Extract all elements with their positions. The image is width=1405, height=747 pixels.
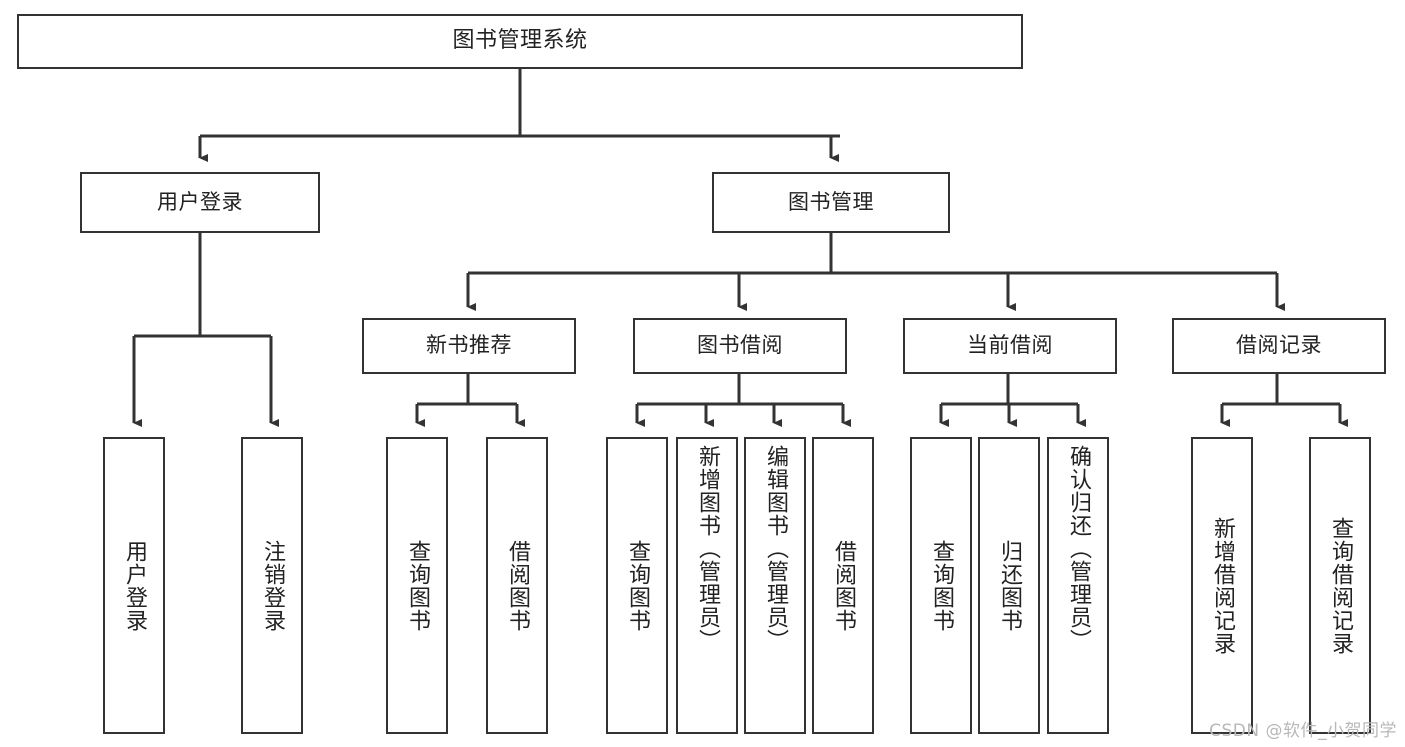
node-label: 查询图书	[404, 539, 430, 632]
node-user-login[interactable]: 用户登录	[80, 172, 320, 233]
leaf-logout-login[interactable]: 注销登录	[241, 437, 303, 734]
leaf-borrow-book-borrow[interactable]: 借阅图书	[812, 437, 874, 734]
leaf-add-borrow-record[interactable]: 新增借阅记录	[1191, 437, 1253, 734]
node-label: 用户登录	[121, 539, 147, 632]
leaf-query-book-borrow[interactable]: 查询图书	[606, 437, 668, 734]
node-label: 注销登录	[259, 539, 285, 632]
node-label: 新增图书（管理员）	[694, 445, 720, 652]
node-label: 查询图书	[928, 539, 954, 632]
node-label: 查询图书	[624, 539, 650, 632]
node-label: 图书借阅	[697, 333, 783, 358]
node-borrow-record[interactable]: 借阅记录	[1172, 318, 1386, 374]
node-label: 编辑图书（管理员）	[762, 445, 788, 652]
node-label: 用户登录	[157, 189, 243, 214]
node-label: 借阅记录	[1236, 333, 1322, 358]
node-label: 确认归还（管理员）	[1065, 445, 1091, 652]
node-label: 图书管理系统	[452, 28, 588, 54]
leaf-edit-book-admin[interactable]: 编辑图书（管理员）	[744, 437, 806, 734]
node-book-borrow[interactable]: 图书借阅	[633, 318, 847, 374]
node-label: 新增借阅记录	[1209, 516, 1235, 655]
leaf-return-book[interactable]: 归还图书	[978, 437, 1040, 734]
node-label: 归还图书	[996, 539, 1022, 632]
node-label: 借阅图书	[504, 539, 530, 632]
node-label: 图书管理	[788, 189, 874, 214]
node-book-management[interactable]: 图书管理	[712, 172, 950, 233]
leaf-query-borrow-record[interactable]: 查询借阅记录	[1309, 437, 1371, 734]
node-label: 查询借阅记录	[1327, 516, 1353, 655]
csdn-watermark: CSDN @软件_小贺同学	[1209, 721, 1397, 741]
node-current-borrow[interactable]: 当前借阅	[903, 318, 1117, 374]
node-label: 新书推荐	[426, 333, 512, 358]
leaf-confirm-return-admin[interactable]: 确认归还（管理员）	[1047, 437, 1109, 734]
node-root-book-management-system[interactable]: 图书管理系统	[17, 14, 1023, 69]
leaf-borrow-book-recommend[interactable]: 借阅图书	[486, 437, 548, 734]
leaf-query-book-recommend[interactable]: 查询图书	[386, 437, 448, 734]
leaf-user-login[interactable]: 用户登录	[103, 437, 165, 734]
leaf-query-book-current[interactable]: 查询图书	[910, 437, 972, 734]
node-label: 当前借阅	[967, 333, 1053, 358]
leaf-add-book-admin[interactable]: 新增图书（管理员）	[676, 437, 738, 734]
node-new-book-recommend[interactable]: 新书推荐	[362, 318, 576, 374]
node-label: 借阅图书	[830, 539, 856, 632]
